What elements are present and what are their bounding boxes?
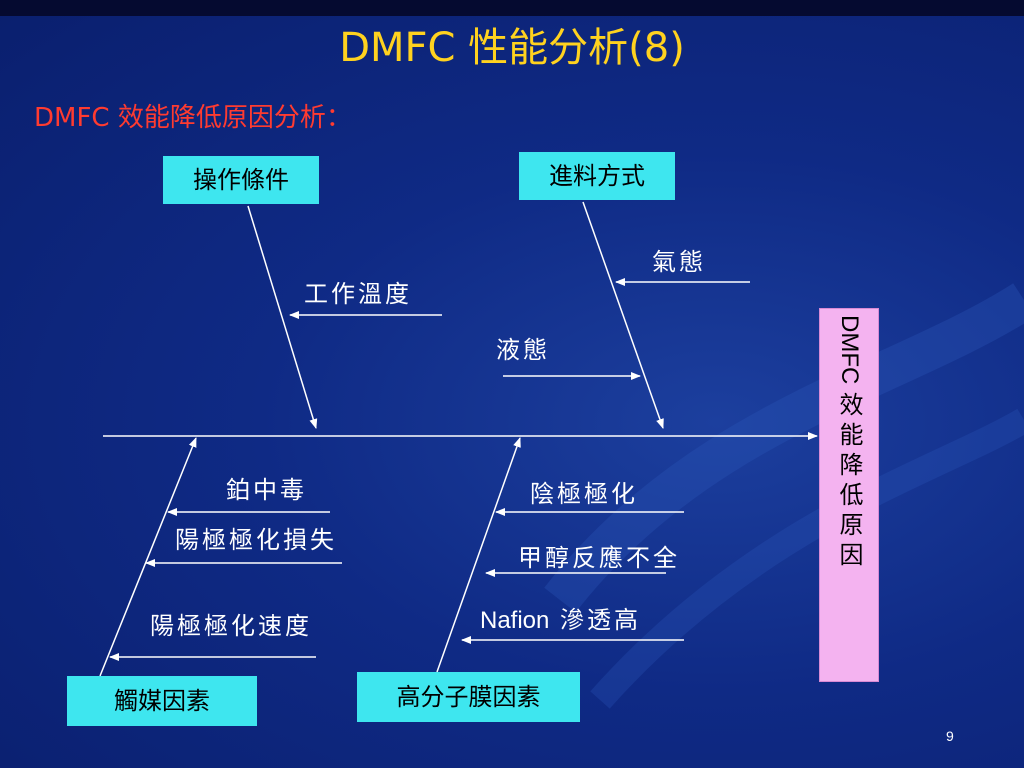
category-membrane-factors: 高分子膜因素 xyxy=(357,672,580,722)
top-bar xyxy=(0,0,1024,16)
bone-membrane xyxy=(436,437,521,673)
cause-nafion-permeation: Nafion 滲透高 xyxy=(480,604,641,637)
effect-label-latin: DMFC xyxy=(836,315,863,385)
cause-anode-polarization-rate: 陽極極化速度 xyxy=(150,612,312,640)
bone-operating xyxy=(247,205,318,429)
effect-box: DMFC 效能降低原因 xyxy=(819,308,879,682)
slide-title: DMFC 性能分析(8) xyxy=(339,25,685,71)
cause-cathode-polarization: 陰極極化 xyxy=(530,480,638,508)
category-operating-conditions: 操作條件 xyxy=(163,156,319,204)
nafion-word: Nafion xyxy=(480,607,550,634)
cause-liquid-state: 液態 xyxy=(496,336,550,364)
slide-subtitle: DMFC 效能降低原因分析： xyxy=(34,103,352,133)
bone-catalyst xyxy=(99,437,197,677)
cause-pt-poisoning: 鉑中毒 xyxy=(226,476,307,504)
effect-label-cjk: 效能降低原因 xyxy=(835,392,863,573)
nafion-permeation-text: 滲透高 xyxy=(560,606,642,634)
category-feed-method: 進料方式 xyxy=(519,152,675,200)
cause-gas-state: 氣態 xyxy=(652,248,706,276)
category-catalyst-factors: 觸媒因素 xyxy=(67,676,257,726)
bone-feed xyxy=(582,201,664,429)
cause-work-temperature: 工作溫度 xyxy=(304,280,412,308)
page-number: 9 xyxy=(946,728,954,744)
cause-methanol-incomplete-reaction: 甲醇反應不全 xyxy=(518,544,680,572)
cause-anode-polarization-loss: 陽極極化損失 xyxy=(175,526,337,554)
